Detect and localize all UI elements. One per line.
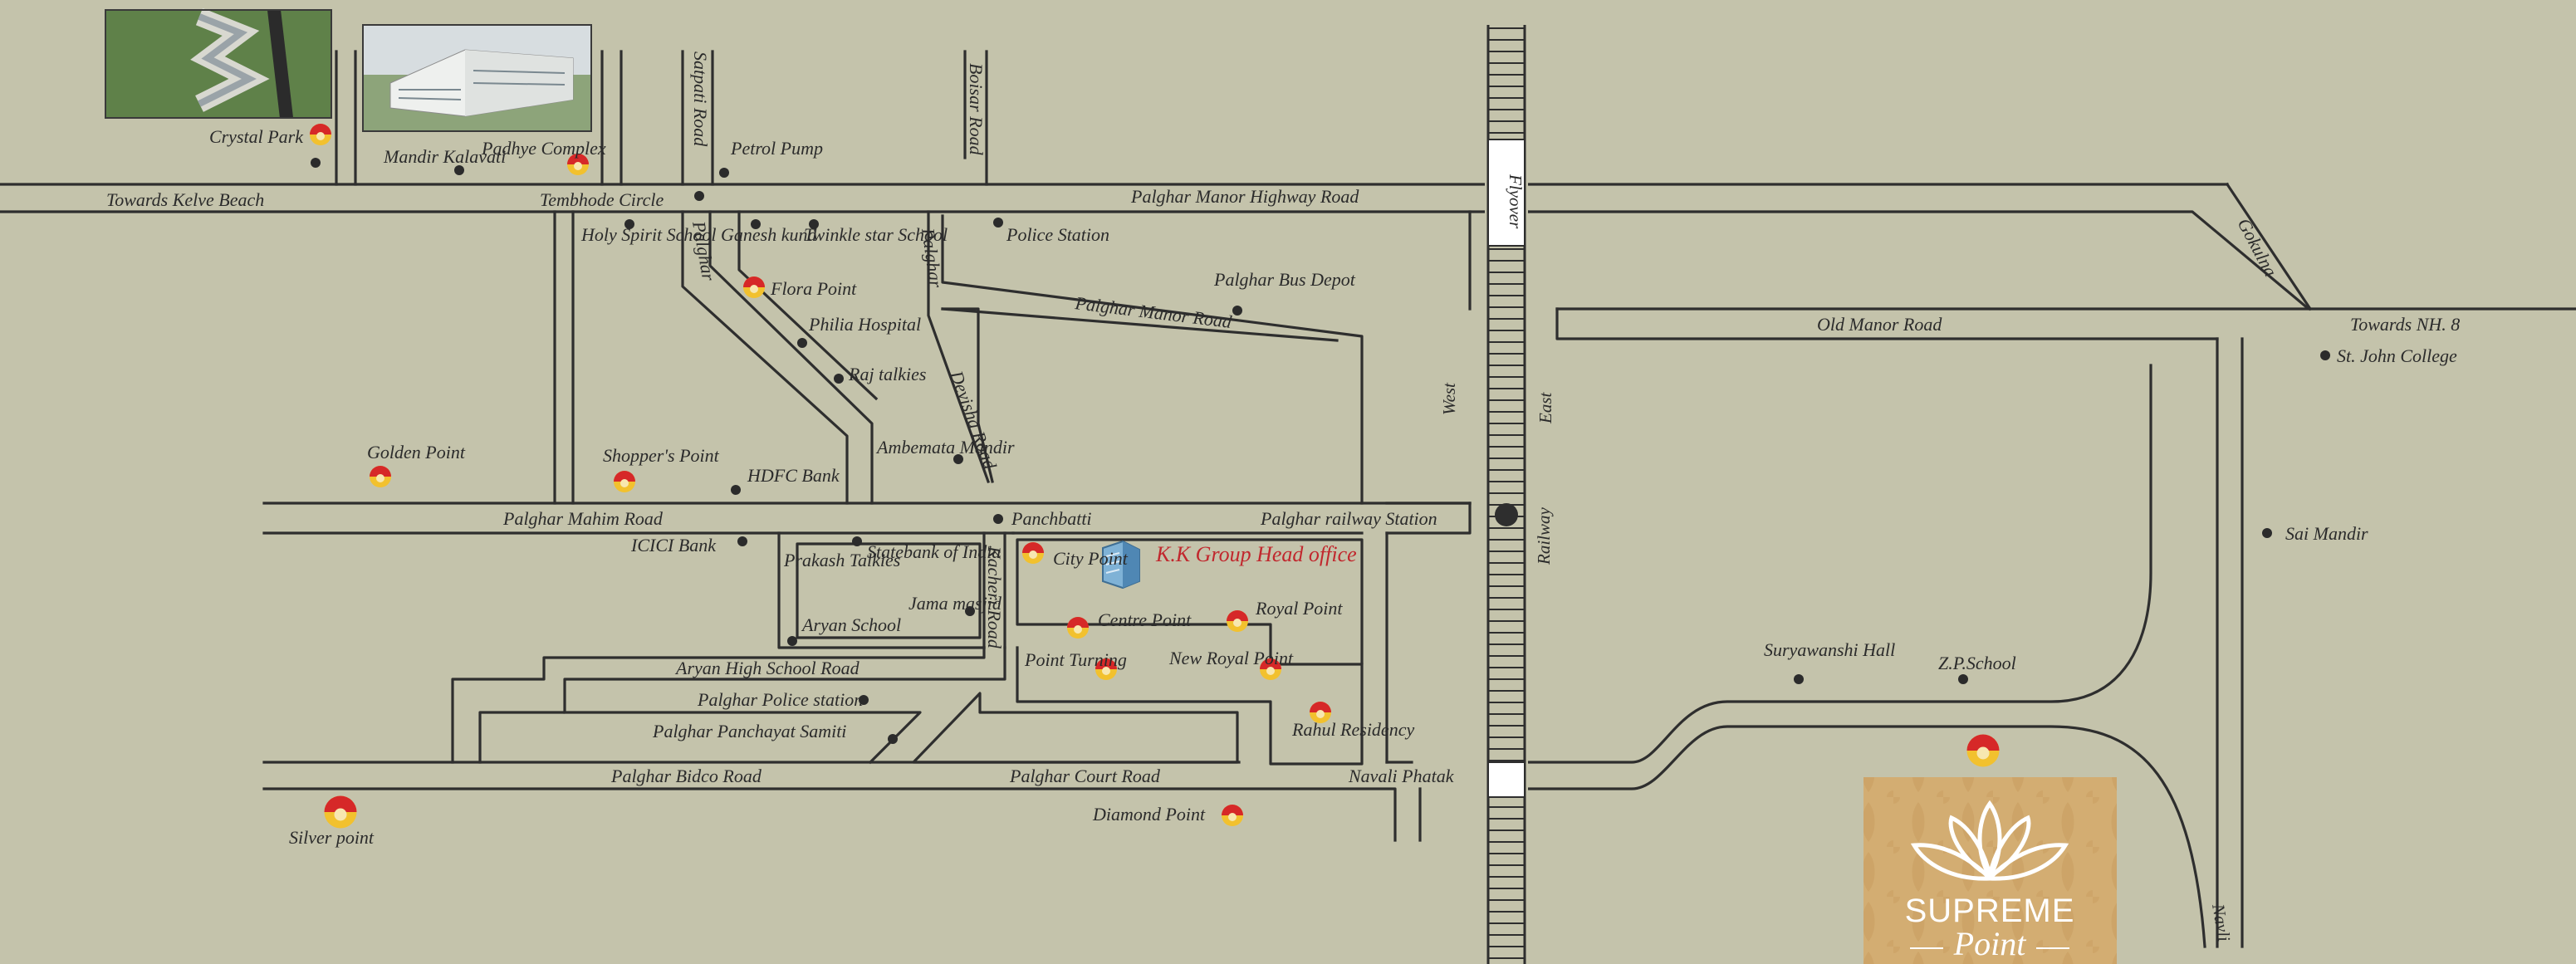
landmark-labels: Crystal Park Mandir Kalavati Padhye Comp… [209,126,2457,848]
label-old-manor-road: Old Manor Road [1817,314,1942,335]
label-kk-group-head-office: K.K Group Head office [1155,542,1357,566]
logo-subtitle: Point [1953,925,2027,962]
label-statebank-of-india: Statebank of India [867,541,1001,562]
logo-title: SUPREME [1905,893,2075,929]
label-point-turning: Point Turning [1024,649,1127,670]
label-palghar-bidco-road: Palghar Bidco Road [610,766,762,786]
label-palghar-panchayat-samiti: Palghar Panchayat Samiti [652,721,846,741]
label-city-point: City Point [1053,548,1129,569]
label-rahul-residency: Rahul Residency [1291,719,1414,740]
label-palghar-police-station: Palghar Police station [697,689,863,710]
label-navali-phatak: Navali Phatak [1348,766,1455,786]
label-prakash-talkies: Prakash Talkies [783,550,900,570]
label-centre-point: Centre Point [1098,609,1192,630]
label-suryawanshi-hall: Suryawanshi Hall [1764,639,1895,660]
label-golden-point: Golden Point [367,442,466,462]
label-jama-masjid: Jama masjid [908,593,1002,614]
label-padhye-complex: Padhye Complex [481,138,606,159]
project-photo-aerial [105,7,332,119]
landmark-dots [311,158,2330,744]
label-towards-nh8: Towards NH. 8 [2350,314,2460,335]
label-kacheri-road: Kacheri Road [984,546,1005,649]
label-tembhode-circle: Tembhode Circle [540,189,664,210]
railway-station-marker [1495,503,1518,526]
label-holy-spirit-school: Holy Spirit School [580,224,717,245]
label-towards-kelve-beach: Towards Kelve Beach [106,189,264,210]
label-satpati-road: Satpati Road [690,51,711,147]
label-palghar-mahim-road: Palghar Mahim Road [502,508,664,529]
navali-crossing [1487,761,1526,798]
label-palghar-bus-depot: Palghar Bus Depot [1213,269,1356,290]
label-aryan-high-school-road: Aryan High School Road [674,658,860,678]
label-ganesh-kund: Ganesh kund [721,224,817,245]
label-mandir-kalavati: Mandir Kalavati [383,146,506,167]
label-zp-school: Z.P.School [1938,653,2016,673]
label-shoppers-point: Shopper's Point [603,445,720,466]
label-aryan-school: Aryan School [801,614,901,635]
road-network [0,50,2576,948]
label-palghar-manor-highway-road: Palghar Manor Highway Road [1130,186,1359,207]
label-railway: Railway [1534,506,1554,565]
label-sai-mandir: Sai Mandir [2285,523,2368,544]
label-icici-bank: ICICI Bank [630,535,717,555]
building-icon [1102,540,1140,590]
railway-line [1485,25,1528,964]
label-diamond-point: Diamond Point [1092,804,1206,825]
label-flora-point: Flora Point [770,278,857,299]
label-palghar-railway-station: Palghar railway Station [1260,508,1437,529]
label-crystal-park: Crystal Park [209,126,304,147]
label-hdfc-bank: HDFC Bank [747,465,840,486]
label-police-station: Police Station [1006,224,1109,245]
supreme-point-logo: SUPREME Point [1863,777,2117,964]
label-flyover: Flyover [1506,174,1526,229]
label-twinkle-star-school: Twinkle star School [804,224,948,245]
label-royal-point: Royal Point [1255,598,1343,619]
label-st-john-college: St. John College [2337,345,2457,366]
flyover-box [1487,139,1526,247]
project-photo-building [362,24,592,132]
lotus-icon [1910,800,2069,881]
label-philia-hospital: Philia Hospital [808,314,921,335]
label-raj-talkies: Raj talkies [848,364,926,384]
label-ambemata-mandir: Ambemata Mandir [875,437,1015,458]
label-new-royal-point: New Royal Point [1168,648,1294,668]
label-panchbatti: Panchbatti [1011,508,1092,529]
label-east: East [1535,392,1555,425]
label-silver-point: Silver point [289,827,375,848]
label-west: West [1439,382,1459,415]
label-petrol-pump: Petrol Pump [730,138,823,159]
label-palghar-court-road: Palghar Court Road [1009,766,1161,786]
label-boisar-road: Boisar Road [966,63,987,156]
